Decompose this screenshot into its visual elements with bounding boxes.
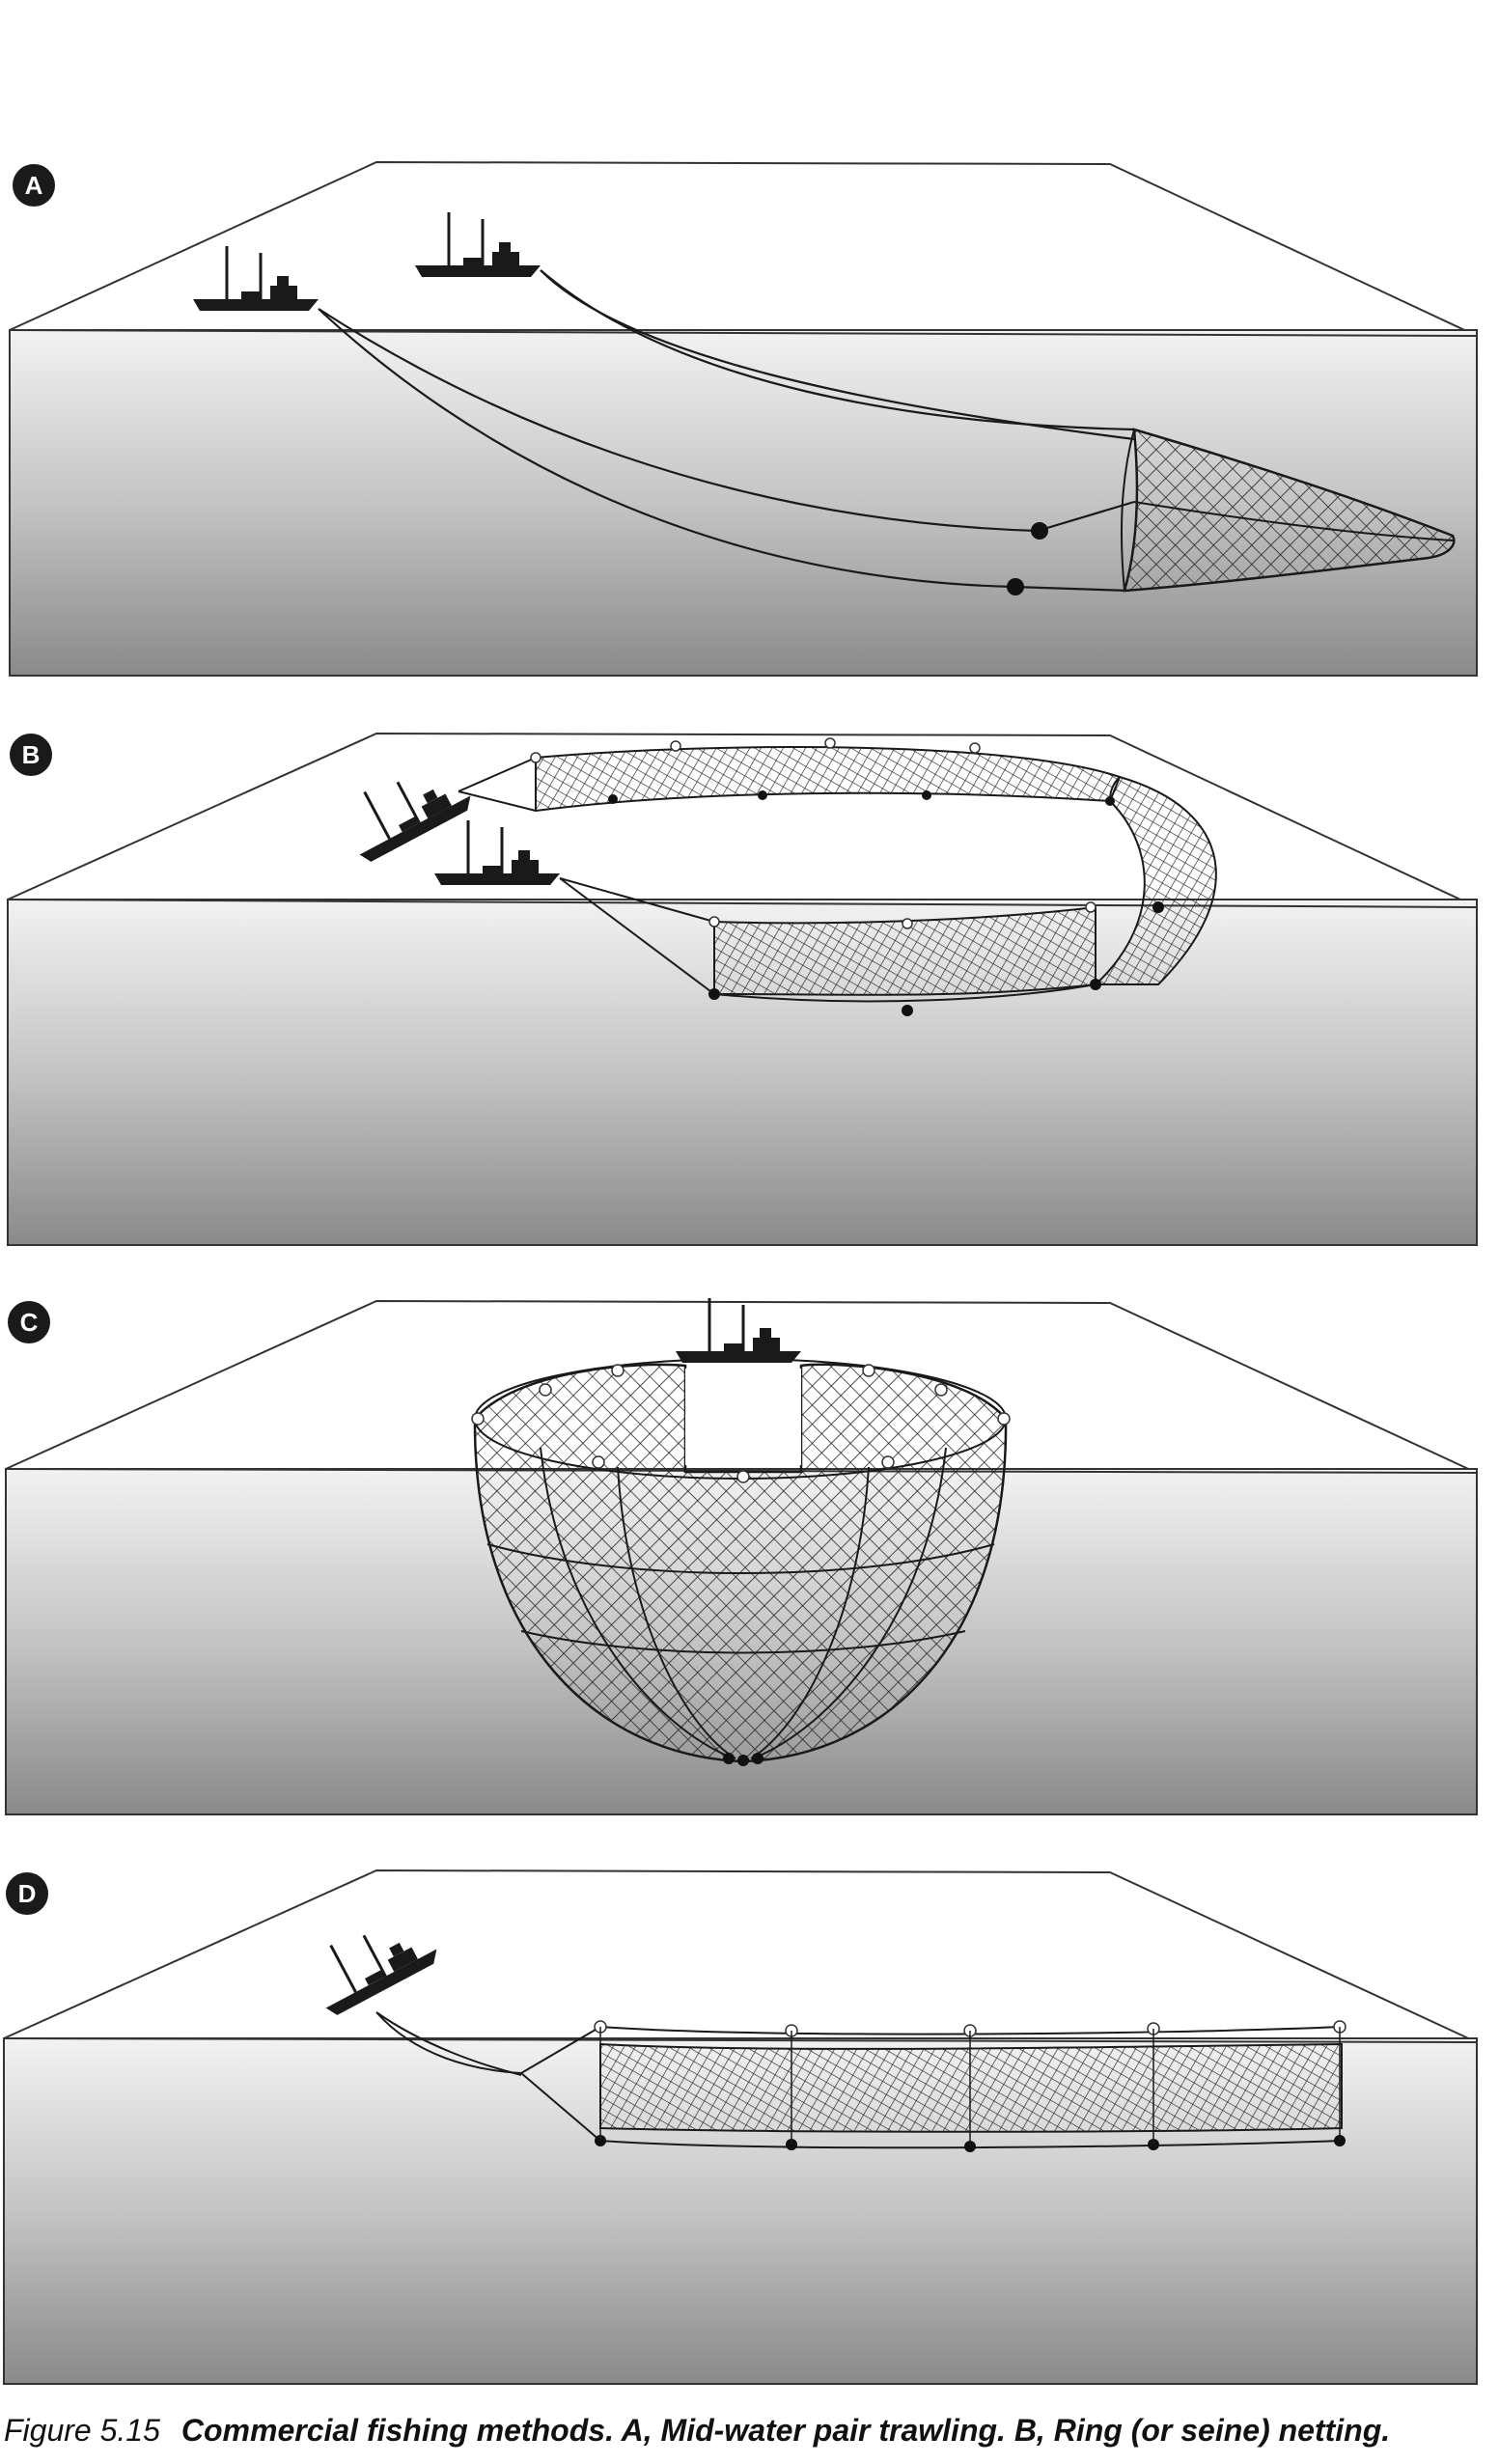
panel-letter: D [18,1879,37,1908]
panel-letter-badge [6,1872,48,1915]
vessel-gap [685,1369,801,1465]
panel-letter: C [20,1308,39,1337]
drift-net [599,2042,1343,2133]
purse-net-ribs [486,1447,995,1759]
panel-b: B [7,732,1478,1246]
otter-weight [1007,578,1024,595]
ring-net-curve [1093,775,1217,985]
panel-c: C [5,1296,1478,1815]
panel-letter-badge [13,164,55,207]
otter-weight [1031,522,1048,540]
ring-net-far [535,746,1122,813]
panel-d: D [3,1869,1478,2385]
caption-text: Commercial fishing methods. A, Mid-water… [180,2413,1391,2448]
ring-weight [723,1753,763,1766]
panel-a: A [9,160,1478,677]
sea-surface [3,1869,1478,2043]
ring-net-lines [458,757,1096,1003]
panel-letter: B [22,740,41,769]
panel-letter: A [25,171,43,200]
float [471,1364,1011,1483]
panel-letter-badge [10,734,52,776]
trawl-net [1123,428,1456,593]
figure-number: Figure 5.15 [4,2413,160,2448]
panel-letter-badge [8,1301,50,1343]
sinker [608,790,1164,1016]
purse-net [473,1363,1008,1763]
tow-warps [318,269,1135,593]
figure-caption: Figure 5.15 Commercial fishing methods. A… [4,2413,1495,2451]
float [530,737,1096,929]
